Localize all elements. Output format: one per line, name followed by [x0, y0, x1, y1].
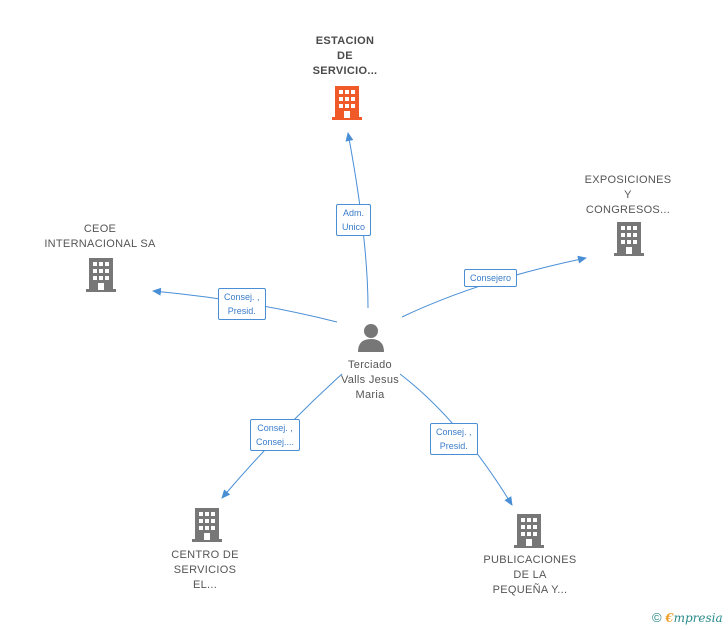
node-ceoe-label: CEOE INTERNACIONAL SA: [44, 223, 156, 250]
building-icon: [514, 514, 544, 548]
brand-logo: €mpresia: [665, 611, 723, 625]
node-centro-label: CENTRO DE SERVICIOS EL...: [171, 549, 239, 591]
building-icon: [332, 86, 362, 120]
edge-label-centro[interactable]: Consej. , Consej....: [250, 419, 301, 451]
node-publicaciones-label: PUBLICACIONES DE LA PEQUEÑA Y...: [483, 554, 577, 596]
copyright-icon: ©: [652, 610, 662, 625]
building-icon: [614, 222, 644, 256]
building-icon: [192, 508, 222, 542]
person-icon: [358, 324, 384, 352]
edge-label-ceoe[interactable]: Consej. , Presid.: [218, 288, 266, 320]
node-exposiciones-label: EXPOSICIONES Y CONGRESOS...: [584, 174, 672, 216]
edge-label-estacion[interactable]: Adm. Unico: [336, 204, 372, 236]
edge-label-exposiciones[interactable]: Consejero: [464, 269, 518, 287]
node-estacion-label: ESTACION DE SERVICIO...: [312, 35, 378, 77]
building-icon: [86, 258, 116, 292]
edge-exposiciones: [401, 255, 587, 318]
center-label: Terciado Valls Jesus Maria: [340, 359, 400, 401]
footer-brand[interactable]: © €mpresia: [652, 610, 723, 625]
edge-label-publicaciones[interactable]: Consej. , Presid.: [430, 423, 478, 455]
